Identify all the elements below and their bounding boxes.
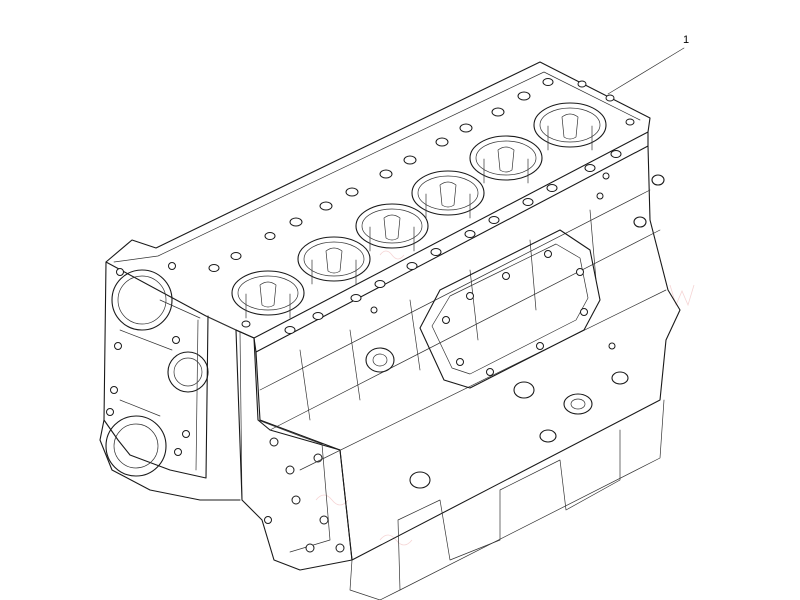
cylinder-bore-1	[231, 270, 305, 319]
head-bolt-holes	[208, 78, 635, 334]
front-face	[99, 261, 243, 501]
cylinder-bore-3	[355, 203, 429, 252]
top-deck	[105, 61, 651, 353]
cylinder-bore-5	[469, 135, 543, 184]
side-bosses	[365, 172, 665, 489]
cylinder-bores	[231, 102, 607, 319]
watermark	[315, 250, 695, 546]
cylinder-bore-4	[411, 170, 485, 219]
callout-number-label: 1	[683, 34, 690, 46]
block-side	[255, 145, 681, 600]
side-cover	[419, 229, 601, 389]
callout-leader-line	[607, 47, 685, 95]
cylinder-bore-2	[297, 236, 371, 285]
flange-plate	[235, 329, 353, 571]
cylinder-bore-6	[533, 102, 607, 151]
